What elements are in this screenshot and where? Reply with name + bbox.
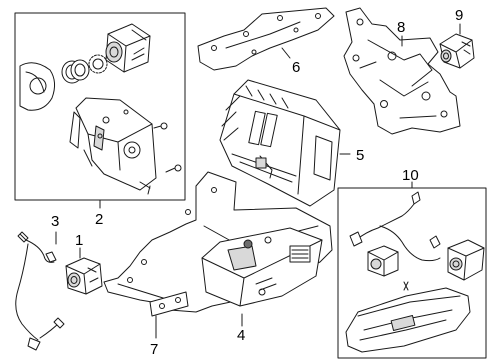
callout-5: 5	[356, 147, 364, 164]
group-10-parts	[345, 191, 485, 353]
part-9-camera	[439, 33, 475, 69]
callout-10: 10	[402, 167, 419, 184]
part-4-tray	[103, 171, 333, 317]
part-8-bracket	[343, 7, 461, 135]
part-5-module	[219, 79, 341, 207]
camera-assembly-exploded	[19, 23, 182, 195]
callout-4: 4	[237, 327, 245, 344]
callout-8: 8	[397, 19, 405, 36]
callout-1: 1	[75, 232, 83, 249]
part-6-bracket	[197, 7, 335, 71]
callout-9: 9	[455, 7, 463, 24]
callout-7: 7	[150, 341, 158, 358]
part-1-camera	[65, 257, 103, 295]
callout-2: 2	[95, 211, 103, 228]
part-3-harness	[15, 231, 65, 351]
callout-6: 6	[292, 59, 300, 76]
callout-3: 3	[51, 213, 59, 230]
